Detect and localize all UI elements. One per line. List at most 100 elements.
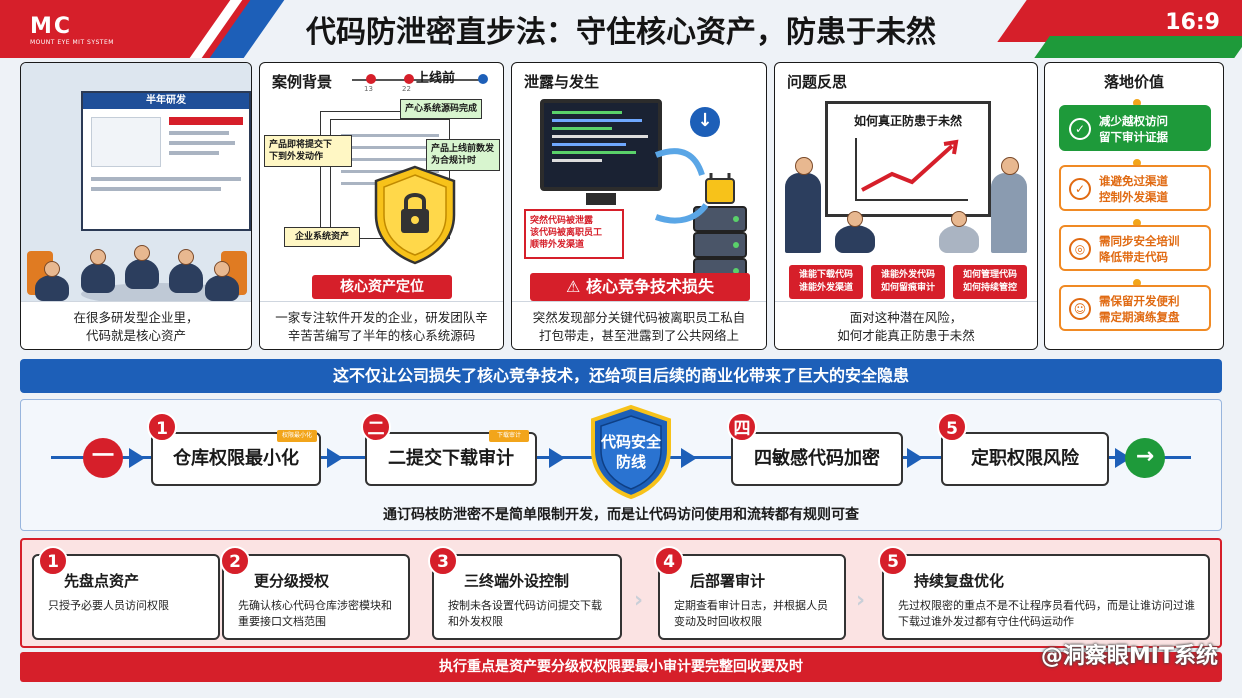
step-card: 1 先盘点资产 只授予必要人员访问权限 — [32, 546, 220, 640]
green-right-stripe — [1034, 36, 1242, 58]
question-tag: 如何管理代码 如何持续管控 — [953, 265, 1027, 299]
card-desc: 先过权限密的重点不是不让程序员看代码，而是让谁访问过谁下载过谁外发过都有守住代码… — [898, 599, 1195, 628]
arrow-right-icon — [129, 448, 145, 468]
footer-summary: 执行重点是资产要分级权权限要最小审计要完整回收要及时 — [20, 652, 1222, 682]
value-item: ◎ 需同步安全培训 降低带走代码 — [1059, 225, 1211, 271]
leak-alert-box: 突然代码被泄露 该代码被离职员工 顺带外发渠道 — [524, 209, 624, 259]
chevron-right-icon: › — [634, 588, 644, 613]
sticky-note: 产心系统源码完成 — [400, 99, 482, 119]
board-question: 如何真正防患于未然 — [853, 114, 962, 128]
person-head — [90, 249, 106, 265]
card-desc: 按制未各设置代码访问提交下载和外发权限 — [448, 599, 602, 628]
value-item: ✓ 谁避免过渠道 控制外发渠道 — [1059, 165, 1211, 211]
step-number: 二 — [361, 412, 391, 442]
timeline — [352, 79, 487, 81]
logo-subtitle: MOUNT EYE MIT SYSTEM — [30, 39, 114, 46]
value-text: 需同步安全培训 降低带走代码 — [1099, 234, 1180, 264]
board-title: 半年研发 — [83, 93, 249, 109]
step-permission-risk: 定职权限风险 — [941, 432, 1109, 486]
card-title: 三终端外设控制 — [464, 572, 570, 590]
person-head — [214, 261, 230, 277]
smile-icon: ☺ — [1069, 298, 1091, 320]
shield-label: 代码安全防线 — [600, 433, 661, 471]
card-title: 后部署审计 — [690, 572, 766, 590]
warning-icon: ⚠ — [566, 277, 586, 296]
arrow-right-icon — [327, 448, 343, 468]
monitor-stand — [586, 193, 616, 205]
value-text: 减少越权访问 留下审计证据 — [1099, 114, 1168, 144]
card-desc: 只授予必要人员访问权限 — [48, 599, 169, 612]
watermark: @洞察眼MIT系统 — [1040, 644, 1218, 669]
aspect-ratio-label: 16:9 — [1165, 10, 1220, 35]
step-mini-tag: 权限最小化 — [277, 430, 317, 442]
panel-value: 落地价值 ✓ 减少越权访问 留下审计证据 ✓ 谁避免过渠道 控制外发渠道 ◎ 需… — [1044, 62, 1224, 350]
board-chart — [91, 117, 161, 167]
person — [169, 263, 203, 293]
timeline-tick: 13 — [364, 85, 373, 93]
download-icon: ↓ — [690, 107, 720, 137]
step-card: 3 三终端外设控制 按制未各设置代码访问提交下载和外发权限 — [428, 546, 622, 640]
caption-line: 如何才能真正防患于未然 — [837, 328, 975, 343]
panel4-caption: 面对这种潜在风险， 如何才能真正防患于未然 — [775, 301, 1037, 349]
person — [81, 263, 115, 293]
panel3-heading: 泄露与发生 — [524, 73, 600, 91]
timeline-dot — [366, 74, 376, 84]
check-icon: ✓ — [1069, 178, 1091, 200]
panel1-caption: 在很多研发型企业里， 代码就是核心资产 — [21, 301, 251, 349]
timeline-tick: 22 — [402, 85, 411, 93]
timeline-dot — [478, 74, 488, 84]
defense-flow: 一 仓库权限最小化 1 权限最小化 二提交下载审计 二 下载审计 代码安全防线 … — [20, 399, 1222, 531]
page-title: 代码防泄密直步法：守住核心资产，防患于未然 — [306, 15, 936, 50]
timeline-label: 上线前 — [416, 71, 456, 86]
presenter-head — [1001, 157, 1019, 175]
person-head — [178, 249, 194, 265]
presenter — [991, 173, 1027, 253]
panel-case-background: 案例背景 上线前 13 22 产品即将提交下 下到外发动作 产心系统源码完成 产… — [259, 62, 504, 350]
caption-line: 辛苦苦编写了半年的核心系统源码 — [287, 328, 476, 343]
logo-mark: MC — [30, 14, 73, 39]
step-card: 2 更分级授权 先确认核心代码仓库涉密模块和重要接口文档范围 — [220, 546, 410, 640]
flow-caption: 通订码枝防泄密不是简单限制开发，而是让代码访问使用和流转都有规则可查 — [383, 507, 859, 523]
step-card: 5 持续复盘优化 先过权限密的重点不是不让程序员看代码，而是让谁访问过谁下载过谁… — [878, 546, 1210, 640]
audience-member — [939, 225, 979, 253]
board-bar — [169, 117, 243, 125]
person-head — [44, 261, 60, 277]
panel5-heading: 落地价值 — [1103, 73, 1164, 91]
card-desc: 定期查看审计日志，并根据人员变动及时回收权限 — [674, 599, 828, 628]
step-card: 4 后部署审计 定期查看审计日志，并根据人员变动及时回收权限 — [654, 546, 846, 640]
caption-line: 面对这种潜在风险， — [849, 310, 963, 325]
step-number: 1 — [147, 412, 177, 442]
card-title: 持续复盘优化 — [914, 572, 1005, 590]
panel2-heading: 案例背景 — [272, 73, 333, 91]
asset-label: 企业系统资产 — [284, 227, 360, 247]
question-tag: 谁能外发代码 如何留痕审计 — [871, 265, 945, 299]
card-number: 2 — [220, 546, 250, 576]
step-number: 四 — [727, 412, 757, 442]
presenter — [785, 173, 821, 253]
value-text: 谁避免过渠道 控制外发渠道 — [1099, 174, 1168, 204]
chevron-right-icon: › — [856, 588, 866, 613]
person-head — [134, 245, 150, 261]
flow-end-arrow-icon: → — [1125, 438, 1165, 478]
shield-lock-icon — [374, 165, 456, 265]
card-desc: 先确认核心代码仓库涉密模块和重要接口文档范围 — [238, 599, 392, 628]
arrow-right-icon — [549, 448, 565, 468]
caption-line: 一家专注软件开发的企业，研发团队辛 — [275, 310, 488, 325]
security-shield-icon — [591, 404, 671, 500]
wall-board: 半年研发 — [81, 91, 251, 231]
card-number: 5 — [878, 546, 908, 576]
step-code-encryption: 四敏感代码加密 — [731, 432, 903, 486]
logo: MC MOUNT EYE MIT SYSTEM — [30, 14, 120, 50]
person — [35, 275, 69, 301]
panel4-heading: 问题反思 — [787, 73, 848, 91]
presenter-head — [795, 157, 813, 175]
question-tag: 谁能下载代码 谁能外发渠道 — [789, 265, 863, 299]
timeline-dot — [404, 74, 414, 84]
arrow-right-icon — [907, 448, 923, 468]
training-icon: ◎ — [1069, 238, 1091, 260]
audience-head — [847, 211, 863, 227]
person — [205, 275, 239, 301]
panel-meeting: 半年研发 在很多研发型企业里， 代码就是核心资产 — [20, 62, 252, 350]
tech-loss-tag: ⚠ 核心竞争技术损失 — [530, 273, 750, 301]
card-title: 先盘点资产 — [64, 572, 140, 590]
